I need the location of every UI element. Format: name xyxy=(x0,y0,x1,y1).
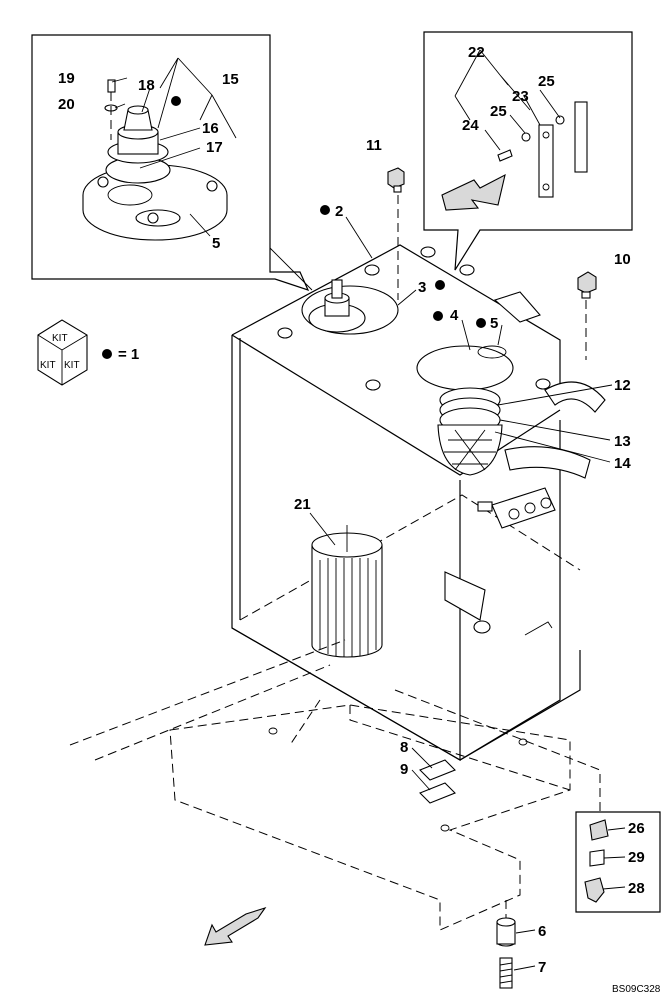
callout: 17 xyxy=(206,139,223,156)
kit-legend: KIT KIT KIT = 1 xyxy=(37,319,139,386)
kit-box-label-left: KIT xyxy=(40,360,56,371)
plug-11 xyxy=(387,167,405,300)
callout: 12 xyxy=(614,377,631,394)
drawing-code: BS09C328 xyxy=(612,984,661,995)
callout: 5 xyxy=(490,315,498,332)
callout: 13 xyxy=(614,433,631,450)
callout: 21 xyxy=(294,496,311,513)
callout: 10 xyxy=(614,251,631,268)
fittings-box xyxy=(575,811,661,913)
callout: 9 xyxy=(400,761,408,778)
kit-box-label-top: KIT xyxy=(52,333,68,344)
leader-lines xyxy=(111,77,626,971)
kit-legend-text: = 1 xyxy=(118,346,139,363)
kit-bullets xyxy=(320,205,486,328)
kit-box-label-right: KIT xyxy=(64,360,80,371)
filter-element xyxy=(311,525,383,658)
front-direction-arrow xyxy=(204,906,267,946)
base-frame xyxy=(69,639,601,931)
callout: 11 xyxy=(366,137,382,154)
callout: 6 xyxy=(538,923,546,940)
callout: 15 xyxy=(222,71,239,88)
callout: 20 xyxy=(58,96,75,113)
callout: 26 xyxy=(628,820,645,837)
callout: 25 xyxy=(490,103,507,120)
callout: 19 xyxy=(58,70,75,87)
callout: 3 xyxy=(418,279,426,296)
callout: 7 xyxy=(538,959,546,976)
callout: 8 xyxy=(400,739,408,756)
kit-bullet-icon xyxy=(102,349,112,359)
callout: 23 xyxy=(512,88,529,105)
callout: 14 xyxy=(614,455,631,472)
callout: 18 xyxy=(138,77,155,94)
callout: 16 xyxy=(202,120,219,137)
plug-10 xyxy=(577,271,597,360)
callout: 4 xyxy=(450,307,459,324)
inset-level-gauge xyxy=(423,31,633,271)
callout: 29 xyxy=(628,849,645,866)
callouts: 1 2 3 4 5 5 6 7 8 9 10 11 12 13 14 15 16… xyxy=(58,44,645,976)
callout: 22 xyxy=(468,44,485,61)
inset-filter-cover xyxy=(31,34,313,291)
spacer-6 xyxy=(496,900,516,947)
callout: 25 xyxy=(538,73,555,90)
callout: 2 xyxy=(335,203,343,220)
callout: 28 xyxy=(628,880,645,897)
callout: 5 xyxy=(212,235,220,252)
bolt-7 xyxy=(499,957,513,989)
hydraulic-tank xyxy=(231,244,606,762)
callout: 24 xyxy=(462,117,479,134)
